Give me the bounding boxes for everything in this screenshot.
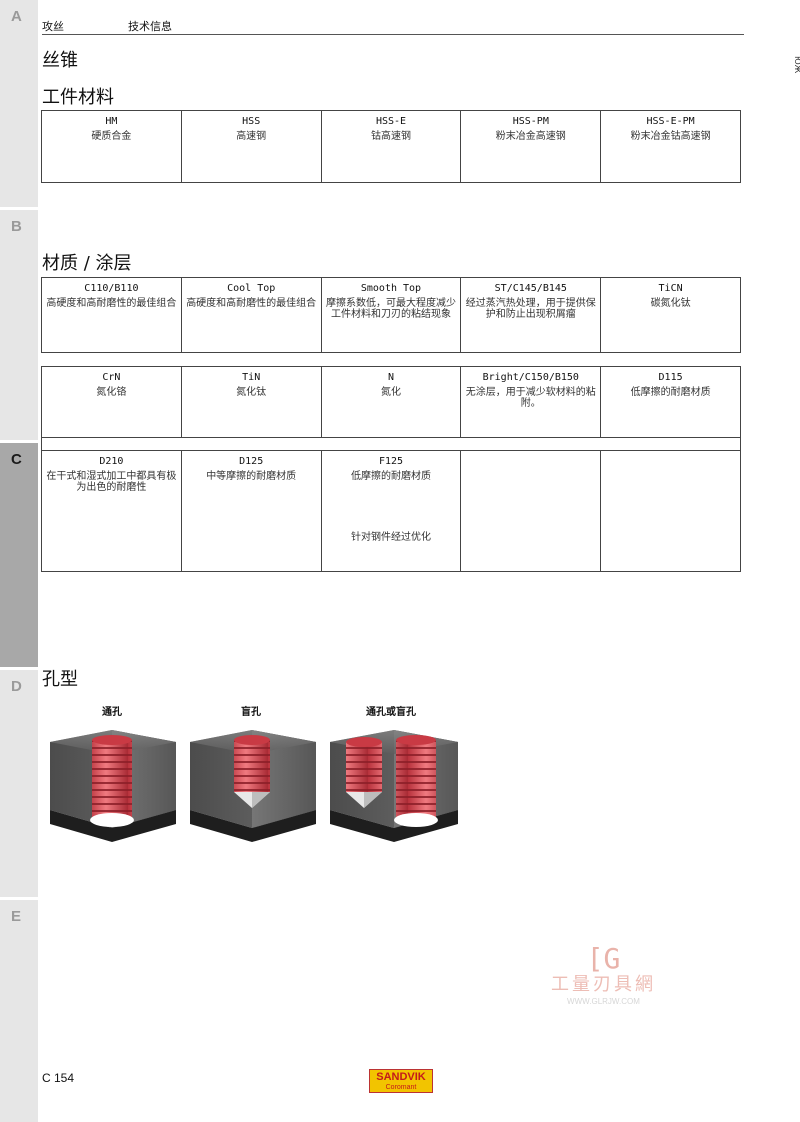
watermark: [G 工量刃具網 WWW.GLRJW.COM (536, 944, 671, 1008)
watermark-url: WWW.GLRJW.COM (567, 997, 640, 1006)
tab-d[interactable]: D (0, 670, 38, 897)
coating-table-row-2: CrN 氮化铬 TiN 氮化钛 N 氮化 Bright/C150/B150 无涂… (41, 366, 741, 438)
hole-type-heading: 孔型 (42, 669, 78, 690)
page-header: 攻丝 技术信息 (42, 18, 744, 35)
workpiece-cell: HSS-PM 粉末冶金高速钢 (461, 111, 602, 182)
hole-label-both: 通孔或盲孔 (366, 707, 416, 718)
cell-desc: 低摩擦的耐磨材质 (350, 471, 431, 482)
page-title: 丝锥 (42, 50, 78, 71)
cell-desc: 摩擦系数低，可最大程度减少工件材料和刀刃的粘结现象 (325, 298, 456, 320)
side-mark: ЮЖ (793, 56, 800, 74)
cell-desc: 硬质合金 (91, 131, 132, 142)
workpiece-cell: HM 硬质合金 (42, 111, 182, 182)
coating-cell: F125 低摩擦的耐磨材质 针对钢件经过优化 (322, 451, 462, 571)
watermark-text: 工量刃具網 (551, 974, 656, 995)
cell-code: TiCN (658, 283, 683, 294)
cell-desc: 高硬度和高耐磨性的最佳组合 (186, 298, 317, 309)
coating-heading: 材质 / 涂层 (42, 253, 132, 274)
coating-cell: Smooth Top 摩擦系数低，可最大程度减少工件材料和刀刃的粘结现象 (322, 278, 462, 352)
cell-desc: 氮化钛 (236, 387, 267, 398)
tab-d-letter: D (11, 678, 22, 695)
sandvik-logo: SANDVIK Coromant (369, 1069, 433, 1093)
cell-desc: 高硬度和高耐磨性的最佳组合 (46, 298, 177, 309)
tab-c-letter: C (11, 451, 22, 468)
cell-desc: 高速钢 (236, 131, 267, 142)
hole-label-through: 通孔 (102, 707, 122, 718)
logo-brand: SANDVIK (376, 1071, 426, 1083)
cell-code: HM (105, 116, 118, 127)
cell-desc: 碳氮化钛 (650, 298, 691, 309)
tab-b[interactable]: B (0, 210, 38, 440)
tab-e-letter: E (11, 908, 22, 925)
coating-cell: D125 中等摩擦的耐磨材质 (182, 451, 322, 571)
coating-table-row-3: D210 在干式和湿式加工中都具有极为出色的耐磨性 D125 中等摩擦的耐磨材质… (41, 450, 741, 572)
coating-cell: C110/B110 高硬度和高耐磨性的最佳组合 (42, 278, 182, 352)
cell-code: N (387, 372, 394, 383)
coating-cell: N 氮化 (322, 367, 462, 437)
cell-code: ST/C145/B145 (494, 283, 567, 294)
cell-code: Cool Top (227, 283, 276, 294)
section-sidebar: A B C D E (0, 0, 38, 1122)
cell-desc: 氮化铬 (96, 387, 127, 398)
coating-cell: TiN 氮化钛 (182, 367, 322, 437)
tab-a-letter: A (11, 8, 22, 25)
watermark-logo-icon: [G (586, 942, 621, 975)
cell-code: F125 (378, 456, 404, 467)
cell-code: Smooth Top (360, 283, 422, 294)
logo-sub: Coromant (385, 1084, 417, 1091)
table-divider-strip (41, 437, 741, 451)
cell-desc: 钴高速钢 (370, 131, 411, 142)
coating-cell: Bright/C150/B150 无涂层，用于减少软材料的粘附。 (461, 367, 602, 437)
through-hole-illustration (50, 730, 176, 842)
workpiece-cell: HSS 高速钢 (182, 111, 322, 182)
cell-code: HSS-PM (512, 116, 549, 127)
cell-desc: 低摩擦的耐磨材质 (630, 387, 711, 398)
cell-code: HSS-E (375, 116, 407, 127)
cell-code: HSS-E-PM (646, 116, 695, 127)
coating-cell-empty (601, 451, 740, 571)
cell-code: Bright/C150/B150 (482, 372, 579, 383)
cell-desc: 氮化 (380, 387, 401, 398)
cell-code: D210 (99, 456, 124, 467)
coating-cell-empty (461, 451, 602, 571)
cell-code: D115 (658, 372, 683, 383)
header-subsection: 技术信息 (128, 20, 172, 33)
cell-desc: 中等摩擦的耐磨材质 (206, 471, 297, 482)
cell-desc: 在干式和湿式加工中都具有极为出色的耐磨性 (46, 471, 177, 493)
workpiece-heading: 工件材料 (42, 87, 114, 108)
blind-hole-illustration (190, 730, 316, 842)
coating-cell: D210 在干式和湿式加工中都具有极为出色的耐磨性 (42, 451, 182, 571)
through-or-blind-hole-illustration (330, 730, 458, 842)
tab-b-letter: B (11, 218, 22, 235)
cell-code: HSS (242, 116, 261, 127)
header-section: 攻丝 (42, 20, 64, 33)
cell-desc: 经过蒸汽热处理，用于提供保护和防止出现积屑瘤 (465, 298, 596, 320)
cell-desc: 无涂层，用于减少软材料的粘附。 (465, 387, 596, 409)
tab-e[interactable]: E (0, 900, 38, 1122)
coating-cell: D115 低摩擦的耐磨材质 (601, 367, 740, 437)
coating-cell: Cool Top 高硬度和高耐磨性的最佳组合 (182, 278, 322, 352)
coating-cell: CrN 氮化铬 (42, 367, 182, 437)
workpiece-table: HM 硬质合金 HSS 高速钢 HSS-E 钴高速钢 HSS-PM 粉末冶金高速… (41, 110, 741, 183)
page-number: C 154 (42, 1071, 75, 1085)
coating-table-row-1: C110/B110 高硬度和高耐磨性的最佳组合 Cool Top 高硬度和高耐磨… (41, 277, 741, 353)
cell-code: C110/B110 (84, 283, 139, 294)
workpiece-cell: HSS-E-PM 粉末冶金钴高速钢 (601, 111, 740, 182)
hole-label-blind: 盲孔 (241, 707, 261, 718)
coating-cell: ST/C145/B145 经过蒸汽热处理，用于提供保护和防止出现积屑瘤 (461, 278, 602, 352)
cell-code: TiN (242, 372, 261, 383)
tab-a[interactable]: A (0, 0, 38, 207)
cell-code: D125 (239, 456, 264, 467)
coating-cell: TiCN 碳氮化钛 (601, 278, 740, 352)
cell-extra-note: 针对钢件经过优化 (350, 532, 431, 543)
tab-c[interactable]: C (0, 443, 38, 667)
cell-desc: 粉末冶金钴高速钢 (630, 131, 711, 142)
workpiece-cell: HSS-E 钴高速钢 (322, 111, 462, 182)
cell-code: CrN (102, 372, 121, 383)
cell-desc: 粉末冶金高速钢 (495, 131, 566, 142)
